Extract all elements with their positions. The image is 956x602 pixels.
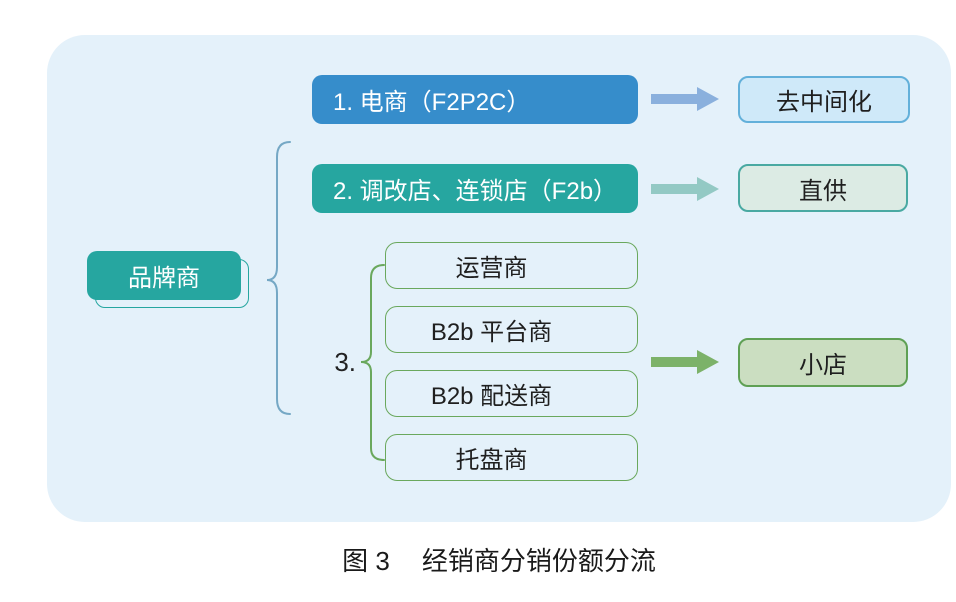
branch2-target-box: 直供 <box>738 164 908 212</box>
branch3-item-box: B2b 平台商 <box>385 306 638 353</box>
branch1-target-box: 去中间化 <box>738 76 910 123</box>
branch2-label: 2. 调改店、连锁店（F2b） <box>333 178 618 205</box>
main-brace-icon <box>266 141 291 415</box>
branch3-target-box: 小店 <box>738 338 908 387</box>
branch3-item-label: 托盘商 <box>455 447 528 474</box>
brand-node-label: 品牌商 <box>128 265 200 292</box>
branch3-item-box: B2b 配送商 <box>385 370 638 417</box>
branch3-item-label: B2b 平台商 <box>430 319 553 346</box>
arrow-right-icon <box>651 177 719 201</box>
figure-caption: 图 3 经销商分销份额分流 <box>47 541 951 578</box>
branch1-box: 1. 电商（F2P2C） <box>312 75 638 124</box>
branch1-label: 1. 电商（F2P2C） <box>333 89 531 116</box>
brand-node-wrap: 品牌商 <box>87 251 249 308</box>
brand-node: 品牌商 <box>87 251 241 300</box>
figure-caption-number: 图 3 <box>342 546 390 576</box>
branch3-target-label: 小店 <box>799 352 847 379</box>
branch2-target-label: 直供 <box>799 177 847 205</box>
branch3-number-label: 3. <box>334 347 356 377</box>
arrow-right-icon <box>651 350 719 374</box>
branch3-item-label: B2b 配送商 <box>430 383 553 410</box>
branch3-item-box: 托盘商 <box>385 434 638 481</box>
branch3-item-label: 运营商 <box>455 255 528 282</box>
branch3-item-box: 运营商 <box>385 242 638 289</box>
group-brace-icon <box>360 264 385 461</box>
branch2-box: 2. 调改店、连锁店（F2b） <box>312 164 638 213</box>
figure-caption-title: 经销商分销份额分流 <box>421 546 656 576</box>
arrow-right-icon <box>651 87 719 111</box>
branch1-target-label: 去中间化 <box>776 89 872 116</box>
